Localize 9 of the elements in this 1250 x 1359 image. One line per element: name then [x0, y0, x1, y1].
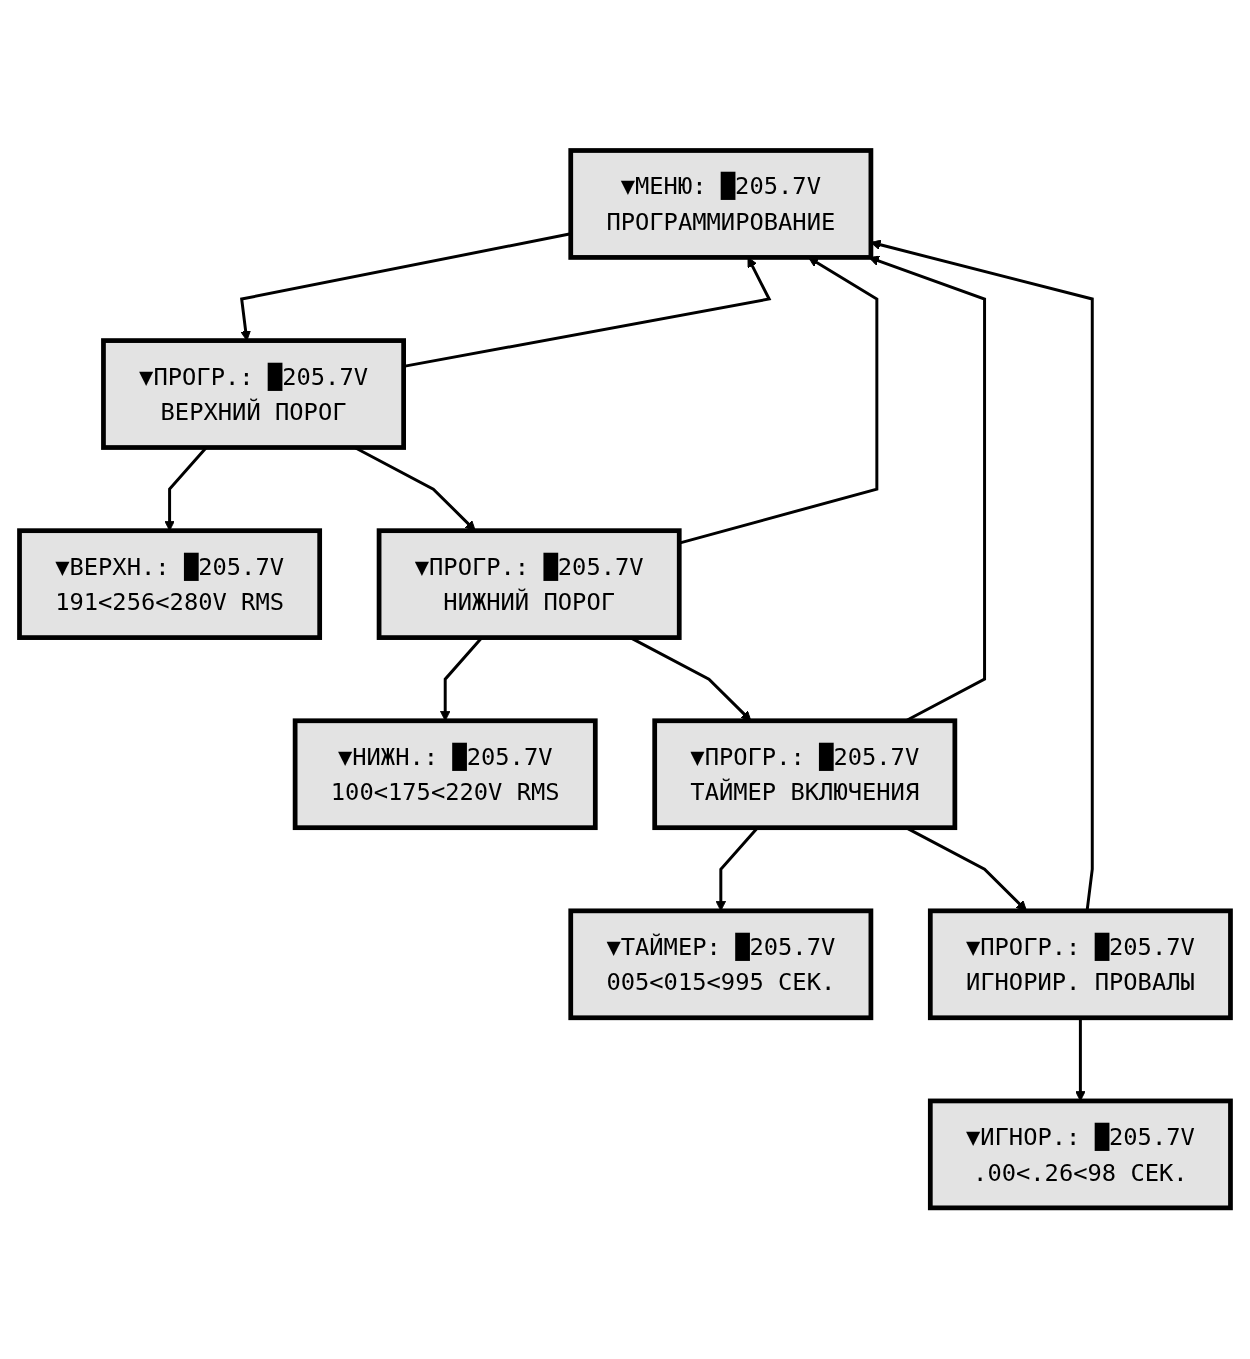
- node-box: ▼ПРОГР.: █205.7V ТАЙМЕР ВКЛЮЧЕНИЯ: [652, 718, 958, 831]
- node-box: ▼ИГНОР.: █205.7V .00<.26<98 СЕК.: [927, 1098, 1233, 1211]
- node-box: ▼ПРОГР.: █205.7V ИГНОРИР. ПРОВАЛЫ: [927, 908, 1233, 1021]
- node-box: ▼МЕНЮ: █205.7V ПРОГРАММИРОВАНИЕ: [568, 148, 874, 261]
- node-box: ▼ПРОГР.: █205.7V ВЕРХНИЙ ПОРОГ: [101, 338, 406, 451]
- node-box: ▼ВЕРХН.: █205.7V 191<256<280V RMS: [17, 528, 323, 641]
- node-box: ▼ПРОГР.: █205.7V НИЖНИЙ ПОРОГ: [376, 528, 682, 641]
- node-box: ▼НИЖН.: █205.7V 100<175<220V RMS: [292, 718, 598, 831]
- node-box: ▼ТАЙМЕР: █205.7V 005<015<995 СЕК.: [568, 908, 874, 1021]
